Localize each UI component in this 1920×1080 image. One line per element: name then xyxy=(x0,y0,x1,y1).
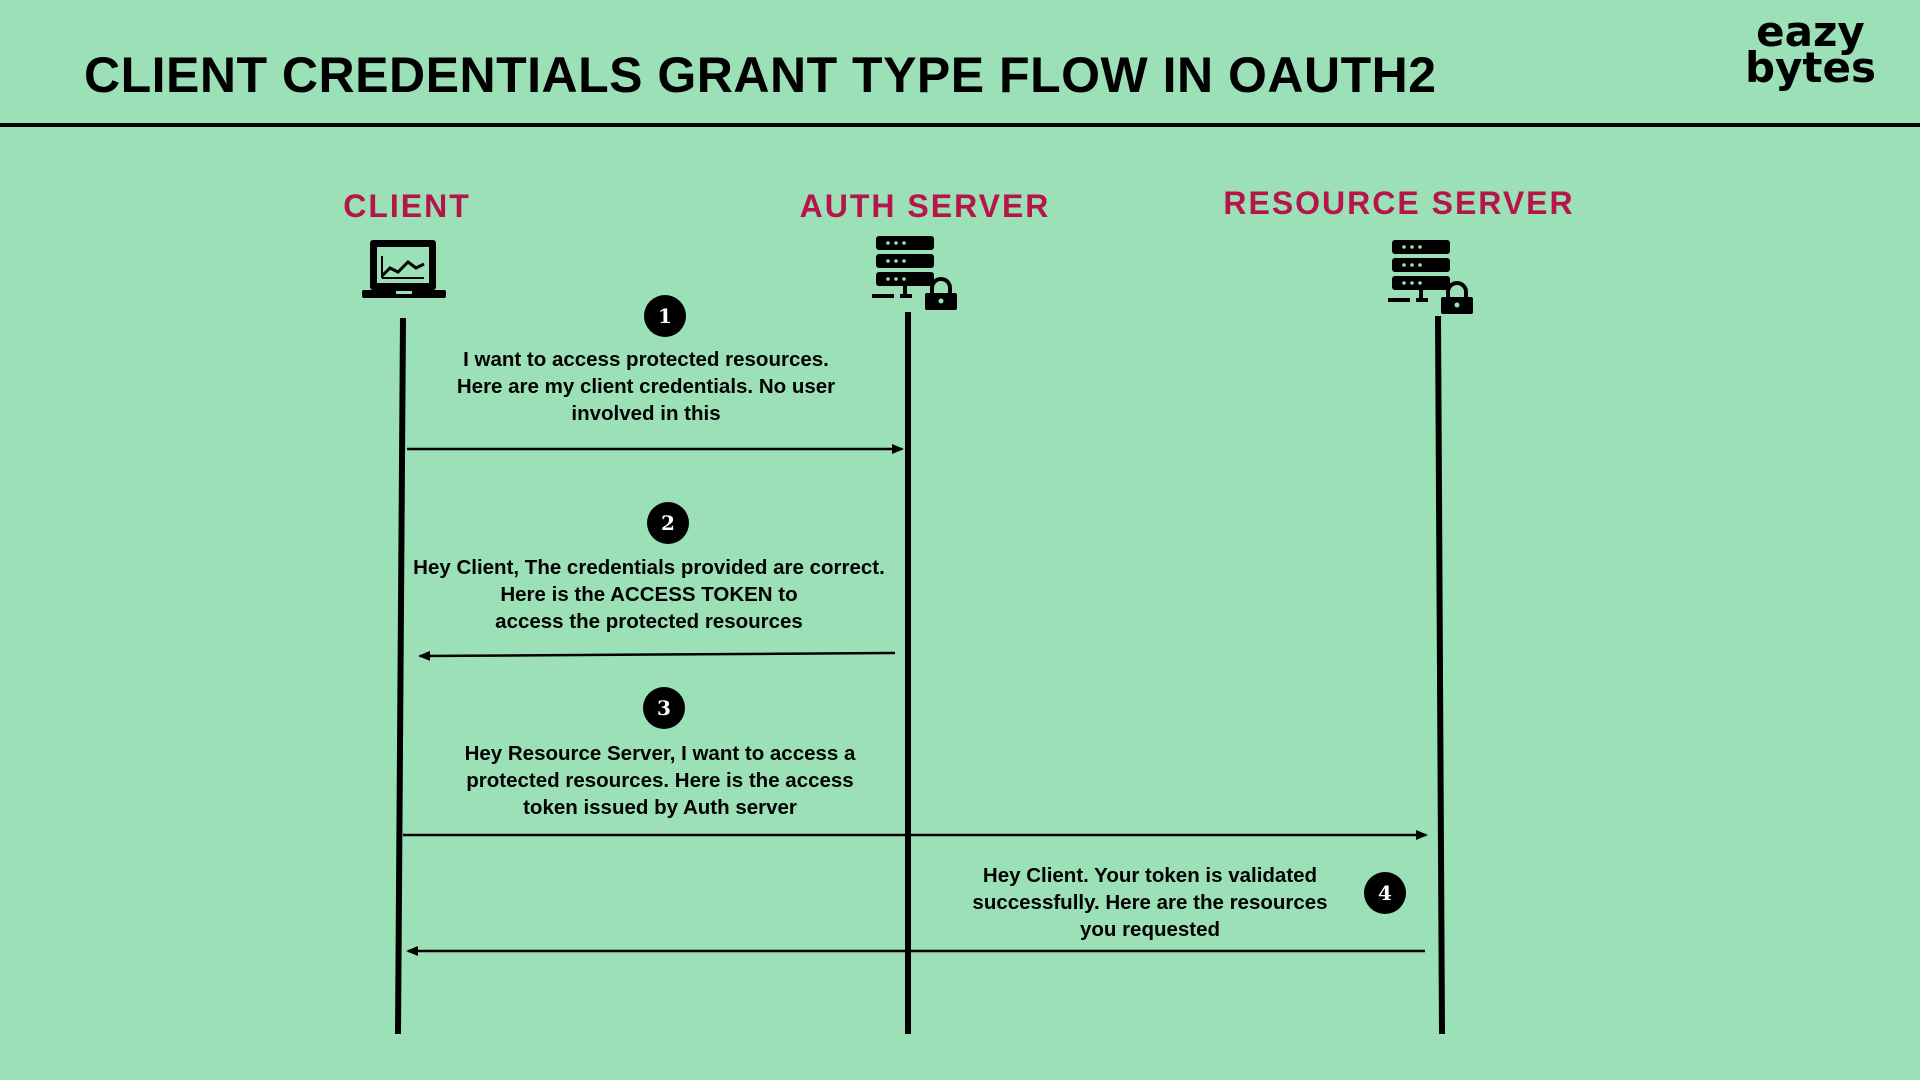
step-1-line-3: involved in this xyxy=(571,402,721,425)
step-badge-1: 1 xyxy=(644,295,686,337)
actor-label-resource-server: RESOURCE SERVER xyxy=(1223,185,1575,221)
actor-label-client: CLIENT xyxy=(343,188,471,224)
step-4-message: Hey Client. Your token is validated succ… xyxy=(890,862,1410,943)
step-badge-3: 3 xyxy=(643,687,685,729)
server-lock-icon xyxy=(1388,240,1473,314)
step-3-line-1: Hey Resource Server, I want to access a xyxy=(464,742,856,765)
step-4-line-1: Hey Client. Your token is validated xyxy=(982,864,1318,887)
server-lock-icon xyxy=(872,236,957,310)
step-badge-2: 2 xyxy=(647,502,689,544)
arrow-step-2 xyxy=(418,650,896,661)
step-1-line-1: I want to access protected resources. xyxy=(463,348,829,371)
step-4-line-2: successfully. Here are the resources xyxy=(972,891,1328,914)
header-divider xyxy=(0,123,1920,127)
page-title: CLIENT CREDENTIALS GRANT TYPE FLOW IN OA… xyxy=(84,47,1437,103)
step-3-line-3: token issued by Auth server xyxy=(523,796,797,819)
step-1-message: I want to access protected resources. He… xyxy=(386,346,906,427)
laptop-icon xyxy=(362,240,446,298)
actor-label-auth-server: AUTH SERVER xyxy=(799,188,1051,224)
step-3-message: Hey Resource Server, I want to access a … xyxy=(400,740,920,821)
eazybytes-logo: eazy bytes xyxy=(1744,7,1876,92)
step-2-line-2: Here is the ACCESS TOKEN to xyxy=(500,583,798,606)
step-2-line-1: Hey Client, The credentials provided are… xyxy=(413,556,885,579)
step-2-message: Hey Client, The credentials provided are… xyxy=(389,554,909,635)
step-badge-4: 4 xyxy=(1364,872,1406,914)
step-4-line-3: you requested xyxy=(1079,918,1221,941)
step-1-line-2: Here are my client credentials. No user xyxy=(456,375,836,398)
lifeline-resource-server xyxy=(1435,315,1445,1035)
logo-line-1: eazy xyxy=(1756,7,1865,56)
logo-line-2: bytes xyxy=(1744,43,1876,92)
lifeline-client xyxy=(395,317,406,1035)
step-2-line-3: access the protected resources xyxy=(495,610,803,633)
step-3-line-2: protected resources. Here is the access xyxy=(466,769,854,792)
